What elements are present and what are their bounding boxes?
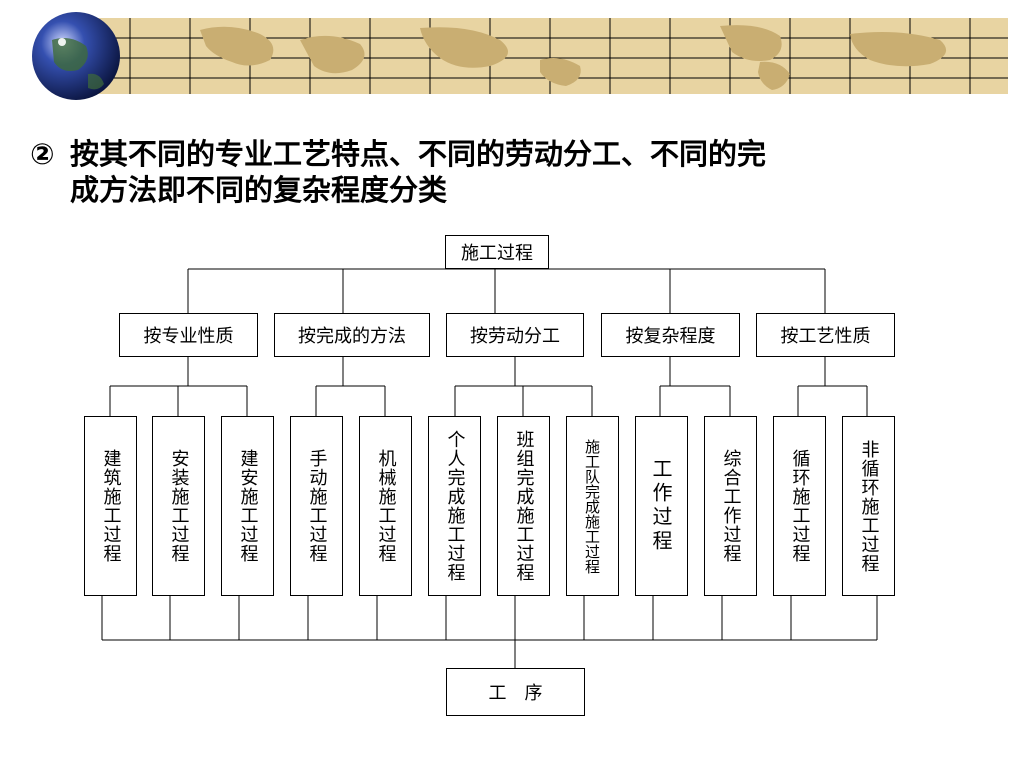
leaf-box: 建筑施工过程 (84, 416, 137, 596)
leaf-box: 非循环施工过程 (842, 416, 895, 596)
category-box: 按工艺性质 (756, 313, 895, 357)
heading-line-2: 成方法即不同的复杂程度分类 (70, 173, 448, 207)
category-box: 按复杂程度 (601, 313, 740, 357)
world-map-icon (200, 25, 947, 90)
leaf-box: 手动施工过程 (290, 416, 343, 596)
category-box: 按专业性质 (119, 313, 258, 357)
category-box: 按劳动分工 (446, 313, 584, 357)
leaf-box: 个人完成施工过程 (428, 416, 481, 596)
root-box: 施工过程 (445, 235, 549, 269)
header-banner (32, 12, 1008, 100)
leaf-box: 循环施工过程 (773, 416, 826, 596)
leaf-box: 班组完成施工过程 (497, 416, 550, 596)
leaf-box: 建安施工过程 (221, 416, 274, 596)
category-box: 按完成的方法 (274, 313, 430, 357)
leaf-box: 机械施工过程 (359, 416, 412, 596)
bottom-box: 工 序 (446, 668, 585, 716)
leaf-box: 安装施工过程 (152, 416, 205, 596)
slide-heading: ② 按其不同的专业工艺特点、不同的劳动分工、不同的完 成方法即不同的复杂程度分类 (30, 136, 930, 208)
heading-line-1: 按其不同的专业工艺特点、不同的劳动分工、不同的完 (70, 137, 767, 171)
leaf-box: 工作过程 (635, 416, 688, 596)
bullet-marker: ② (30, 137, 55, 171)
leaf-box: 综合工作过程 (704, 416, 757, 596)
leaf-box: 施工队完成施工过程 (566, 416, 619, 596)
